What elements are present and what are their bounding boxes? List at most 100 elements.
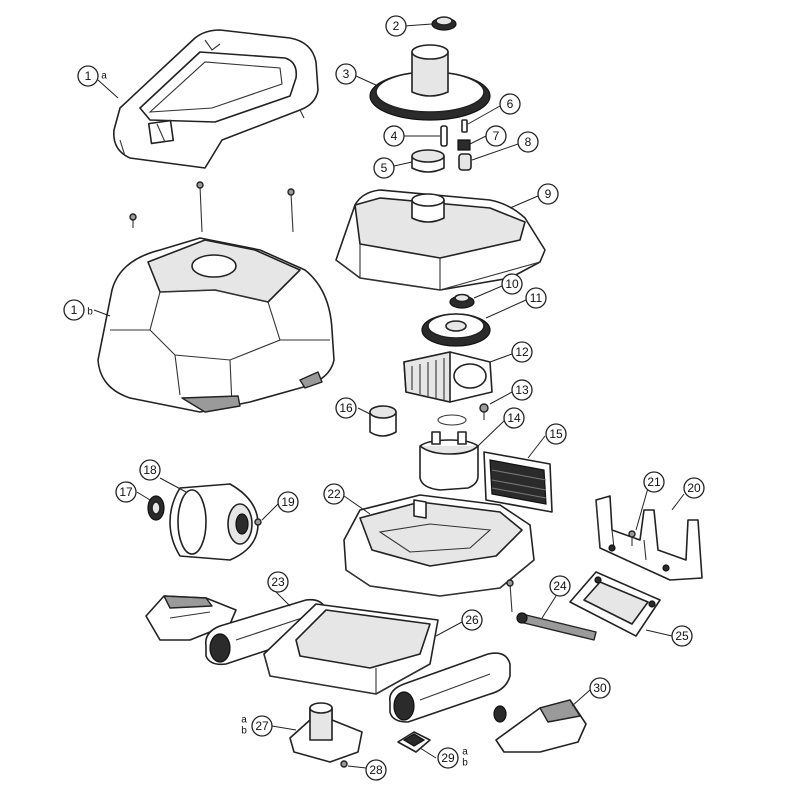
svg-text:5: 5 [381,161,388,175]
callout-23: 23 [267,571,289,593]
svg-text:26: 26 [465,613,479,627]
svg-text:18: 18 [143,463,157,477]
part-large-gear [369,44,491,121]
part-drive-drum [169,483,259,561]
svg-text:30: 30 [593,681,607,695]
svg-text:15: 15 [549,427,563,441]
cover-screws [129,181,295,233]
svg-text:1: 1 [71,303,78,317]
svg-text:22: 22 [327,487,341,501]
part-motor-mount [335,189,546,291]
svg-text:b: b [241,726,247,737]
svg-text:20: 20 [687,481,701,495]
part-filter-screen [483,451,553,513]
part-rear-bracket [595,495,703,581]
svg-text:4: 4 [391,129,398,143]
part-axle-cap [254,518,262,526]
svg-text:14: 14 [507,411,521,425]
callout-15: 15 [545,423,567,445]
svg-text:21: 21 [647,475,661,489]
part-side-rail-23 [204,598,327,666]
callout-28: 28 [365,759,387,781]
svg-text:13: 13 [515,383,529,397]
callout-19: 19 [277,491,299,513]
leader-lines [93,23,685,769]
part-screw-21 [628,530,636,546]
part-top-cover [113,29,319,169]
callout-5: 5 [373,157,395,179]
svg-text:10: 10 [505,277,519,291]
callout-7: 7 [485,125,507,147]
svg-text:17: 17 [119,485,133,499]
callout-22: 22 [323,483,345,505]
part-o-ring [437,414,467,426]
part-front-bracket [289,702,363,763]
callout-11: 11 [525,287,547,309]
callout-13: 13 [511,379,533,401]
callout-30: 30 [589,677,611,699]
callout-8: 8 [517,131,539,153]
svg-text:a: a [462,747,468,758]
part-small-gear [431,16,457,31]
callout-3: 3 [335,63,357,85]
part-small-plate [397,731,431,753]
callout-10: 10 [501,273,523,295]
svg-text:16: 16 [339,401,353,415]
callout-18: 18 [139,459,161,481]
svg-text:b: b [462,758,468,769]
part-lower-chassis [343,494,535,597]
chassis-screw [506,579,514,613]
callout-17: 17 [115,481,137,503]
part-washer [340,760,348,768]
callout-1a: 1 a [77,65,107,87]
part-wheel-gear [147,495,165,521]
callout-24: 24 [549,575,571,597]
part-motor [419,431,479,491]
svg-text:8: 8 [525,135,532,149]
callout-25: 25 [671,625,693,647]
callout-26: 26 [461,609,483,631]
svg-text:9: 9 [545,187,552,201]
part-small-hardware [457,119,472,171]
part-side-rail-right [388,652,511,723]
part-screw-13 [479,403,489,420]
callout-29: 29 a b [437,747,468,769]
part-cylinder [369,405,397,437]
svg-text:24: 24 [553,579,567,593]
svg-text:a: a [241,715,247,726]
callout-4: 4 [383,125,405,147]
svg-text:19: 19 [281,495,295,509]
part-bushing-ring [411,149,445,173]
part-drive-gear-small [449,293,475,309]
svg-text:25: 25 [675,629,689,643]
svg-text:28: 28 [369,763,383,777]
part-knob [493,705,507,723]
part-front-bumper-right [495,699,587,753]
svg-text:7: 7 [493,129,500,143]
svg-text:2: 2 [393,19,400,33]
part-pin [440,125,448,147]
callout-2: 2 [385,15,407,37]
svg-text:12: 12 [515,345,529,359]
callout-1b: 1 b [63,299,93,321]
callout-16: 16 [335,397,357,419]
svg-text:a: a [101,71,107,82]
svg-text:6: 6 [507,97,514,111]
callout-6: 6 [499,93,521,115]
callout-14: 14 [503,407,525,429]
svg-text:b: b [87,307,93,318]
callout-12: 12 [511,341,533,363]
part-drive-gear-wheel [421,313,491,347]
part-axle-rod [516,612,597,641]
svg-text:23: 23 [271,575,285,589]
svg-text:1: 1 [85,69,92,83]
part-main-body [97,237,335,413]
callout-20: 20 [683,477,705,499]
callout-27: 27 a b [241,715,273,737]
part-motor-housing [403,351,493,403]
callout-9: 9 [537,183,559,205]
svg-text:11: 11 [530,291,543,305]
part-housing-box [263,603,439,695]
svg-text:29: 29 [441,751,455,765]
